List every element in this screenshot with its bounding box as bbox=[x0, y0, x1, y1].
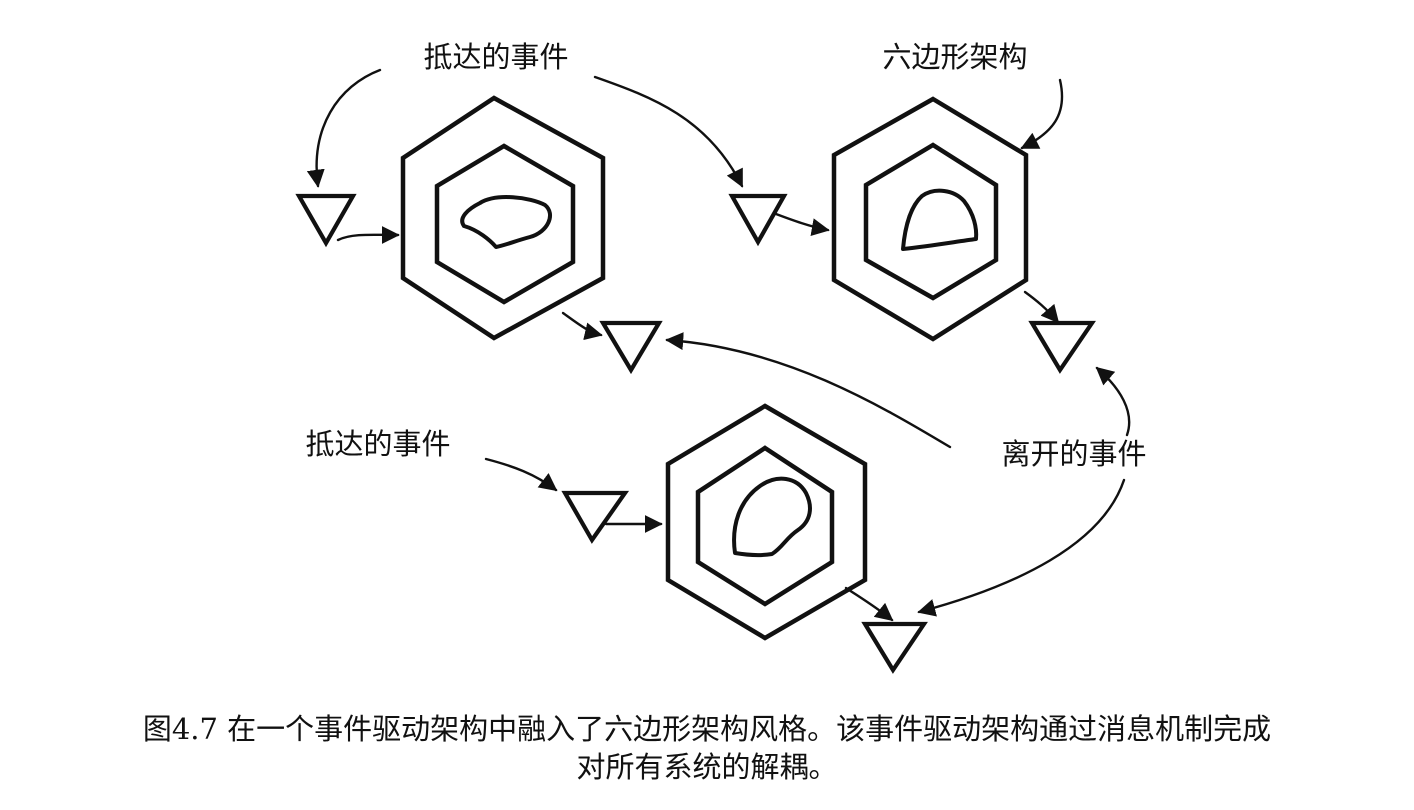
label-arriving-events-bottom: 抵达的事件 bbox=[305, 427, 450, 461]
arrow-label-to-hexagonal-architecture bbox=[1020, 78, 1064, 150]
event-driven-hexagonal-diagram: 抵达的事件 六边形架构 抵达的事件 离开的事件 bbox=[295, 40, 1147, 674]
arrow-hexagon-to-port-middle bbox=[561, 311, 603, 341]
event-port-outbound-right bbox=[1028, 320, 1096, 374]
hexagon-outer-ring bbox=[665, 403, 868, 641]
arrow-port-to-hexagon-top-left bbox=[336, 225, 400, 244]
arrow-arriving-events-to-bottom-port bbox=[484, 457, 558, 492]
figure-caption: 图4.7 在一个事件驱动架构中融入了六边形架构风格。该事件驱动架构通过消息机制完… bbox=[0, 710, 1414, 786]
label-arriving-events-top: 抵达的事件 bbox=[423, 40, 568, 74]
arrow-leaving-events-to-middle-port bbox=[665, 332, 952, 449]
event-port-outbound-middle bbox=[599, 320, 663, 375]
hexagon-outer-ring bbox=[400, 95, 606, 341]
event-port-inbound-bottom bbox=[561, 490, 630, 544]
event-port-inbound-top-left bbox=[295, 193, 357, 248]
arrow-hexagon-to-port-bottom bbox=[844, 586, 894, 622]
label-leaving-events: 离开的事件 bbox=[1001, 437, 1146, 471]
domain-core-shape bbox=[901, 188, 979, 251]
caption-line-1: 图4.7 在一个事件驱动架构中融入了六边形架构风格。该事件驱动架构通过消息机制完… bbox=[142, 712, 1272, 746]
hexagon-inner-ring bbox=[434, 143, 576, 305]
event-port-outbound-bottom bbox=[861, 621, 928, 674]
domain-core-shape bbox=[460, 195, 552, 249]
arrow-leaving-events-to-right-port bbox=[1095, 366, 1131, 437]
arrow-port-to-hexagon-top-right bbox=[774, 212, 830, 237]
arrow-hexagon-to-port-right bbox=[1023, 290, 1060, 324]
hexagon-bottom bbox=[665, 403, 868, 641]
caption-line-2: 对所有系统的解耦。 bbox=[576, 750, 838, 784]
arrow-arriving-events-to-left-port bbox=[306, 68, 382, 188]
hexagon-outer-ring bbox=[831, 96, 1029, 342]
event-port-inbound-top-right bbox=[728, 193, 788, 247]
label-hexagonal-architecture: 六边形架构 bbox=[882, 40, 1027, 74]
arrow-arriving-events-to-right-port bbox=[593, 75, 744, 188]
hexagon-inner-ring bbox=[863, 142, 999, 301]
arrow-leaving-events-to-bottom-port bbox=[917, 478, 1126, 617]
hexagon-top-right bbox=[831, 96, 1029, 342]
hexagon-inner-ring bbox=[695, 445, 835, 607]
domain-core-shape bbox=[732, 476, 812, 558]
hexagon-top-left bbox=[400, 95, 606, 341]
